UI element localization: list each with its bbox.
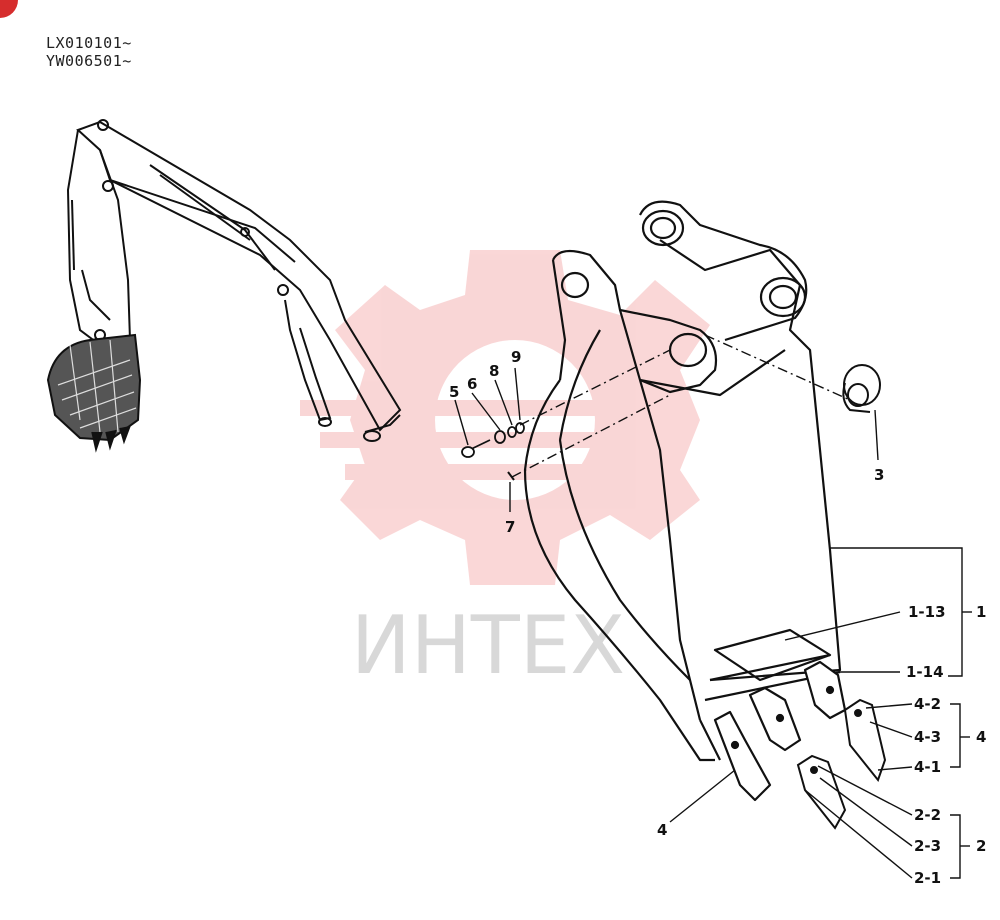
callout-1-13: 1-13	[908, 603, 946, 621]
callout-2: 2	[976, 837, 986, 855]
excavator-arm-thumbnail	[66, 119, 402, 442]
callout-4: 4	[976, 728, 986, 746]
tooth-set-4	[843, 698, 887, 783]
callout-2-3: 2-3	[914, 837, 941, 855]
thumbnail-bucket	[46, 333, 142, 453]
serial-range-1: LX010101~	[46, 34, 132, 52]
callout-8: 8	[489, 362, 499, 380]
lock-pin-axis-line	[511, 394, 671, 478]
pin-axis-line	[519, 349, 671, 426]
callout-1-14: 1-14	[906, 663, 944, 681]
watermark-text: ИНТЕХ	[351, 599, 625, 692]
callout-labels: 1-13 1 1-14 4-2 4-3 4 4-1 2-2 2-3 2 2-1 …	[449, 348, 986, 887]
callout-6: 6	[467, 375, 477, 393]
callout-9: 9	[511, 348, 521, 366]
callout-4-main: 4	[657, 821, 667, 839]
callout-1: 1	[976, 603, 986, 621]
callout-4-3: 4-3	[914, 728, 941, 746]
lock-pin-part	[507, 471, 515, 481]
callout-2-2: 2-2	[914, 806, 941, 824]
callout-2-1: 2-1	[914, 869, 941, 887]
callout-4-2: 4-2	[914, 695, 941, 713]
pin-hardware	[461, 422, 525, 458]
bucket-assembly	[523, 200, 847, 802]
gear-logo-icon	[300, 250, 710, 585]
bushing-part	[842, 364, 881, 413]
callout-4-1: 4-1	[914, 758, 941, 776]
callout-3: 3	[874, 466, 884, 484]
red-badge-icon	[0, 0, 18, 18]
bushing-axis-line	[704, 334, 851, 401]
serial-range-2: YW006501~	[46, 52, 132, 70]
callout-7: 7	[505, 518, 515, 536]
callout-5: 5	[449, 383, 459, 401]
leader-lines	[454, 367, 972, 879]
